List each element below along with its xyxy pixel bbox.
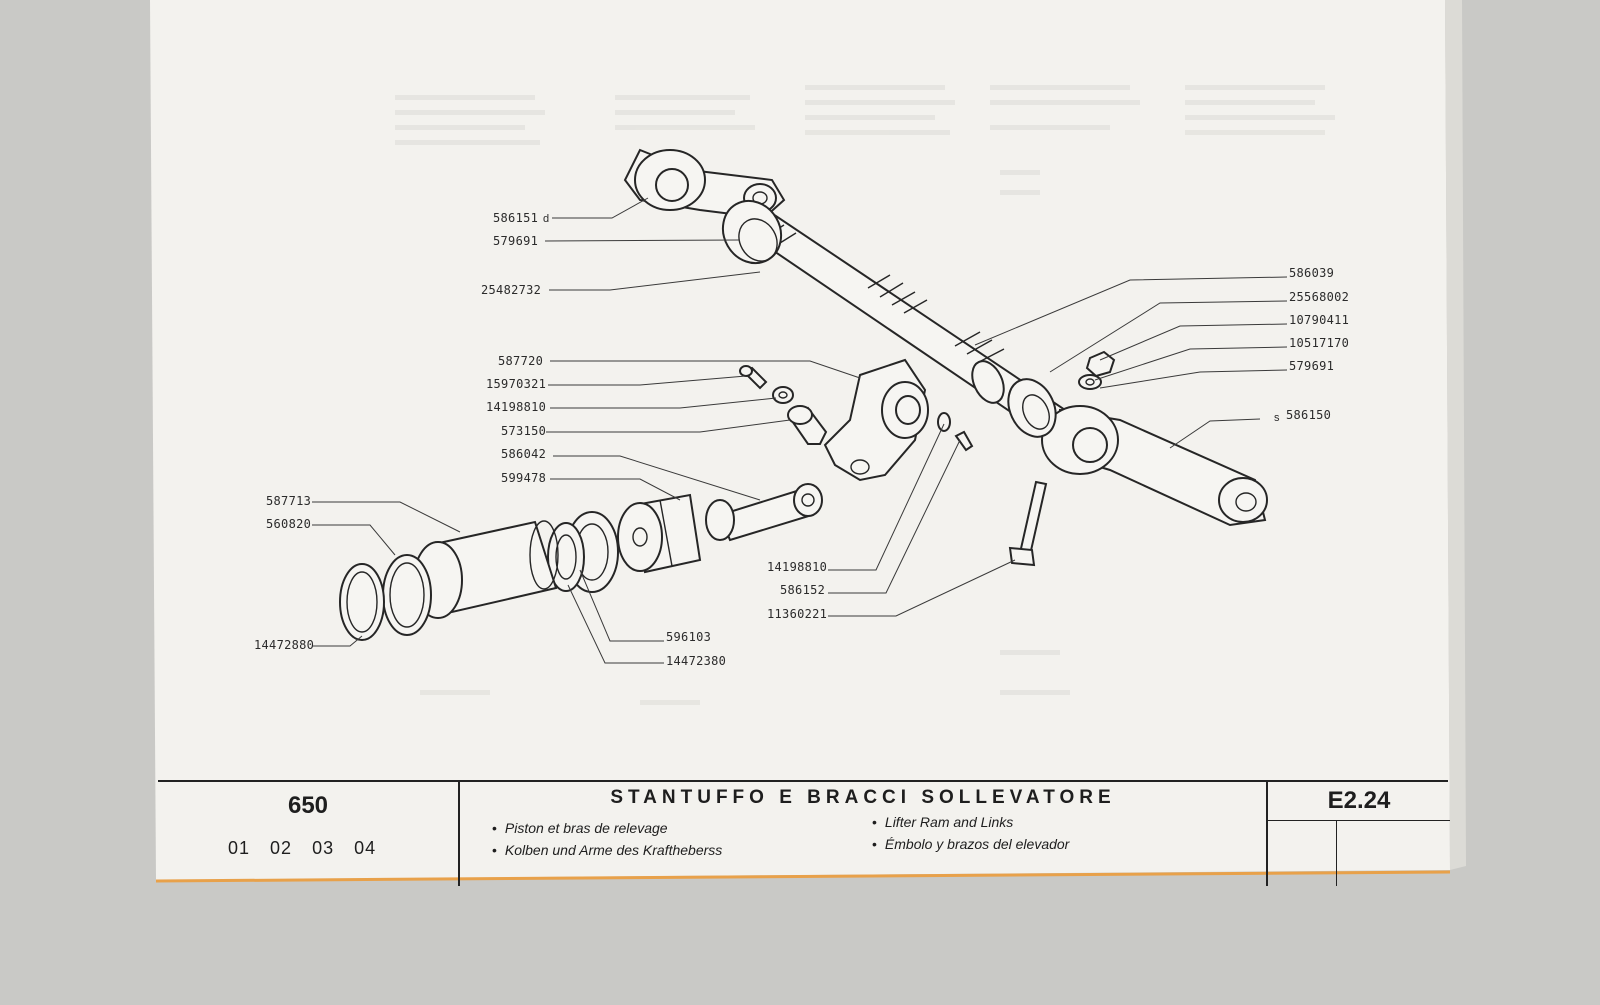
label-14198810-a: 14198810 <box>486 400 546 414</box>
label-586150-prefix: s <box>1274 412 1280 424</box>
label-25482732: 25482732 <box>481 283 541 297</box>
pin <box>787 405 828 445</box>
o-rings <box>339 554 432 641</box>
title-cell: STANTUFFO E BRACCI SOLLEVATORE • Piston e… <box>460 782 1266 886</box>
subtitle-spanish-row: • Émbolo y brazos del elevador <box>872 836 1069 852</box>
label-14472380: 14472380 <box>666 654 726 668</box>
code-divider <box>1336 820 1337 886</box>
small-bolt <box>739 365 768 390</box>
version-codes: 01 02 03 04 <box>228 838 376 859</box>
bullet: • <box>492 842 497 858</box>
part-labels: 586151 d 579691 25482732 586039 25568002… <box>254 211 1349 668</box>
label-586151: 586151 <box>493 211 538 225</box>
sheet-code-cell: E2.24 <box>1266 782 1450 886</box>
label-599478: 599478 <box>501 471 546 485</box>
label-587713: 587713 <box>266 494 311 508</box>
subtitle-spanish: Émbolo y brazos del elevador <box>884 836 1070 852</box>
subtitle-french: Piston et bras de relevage <box>504 820 668 836</box>
piston <box>617 493 702 574</box>
label-579691-right: 579691 <box>1289 359 1334 373</box>
piston-seals <box>547 511 619 593</box>
bullet: • <box>872 836 877 852</box>
model-number: 650 <box>287 792 329 819</box>
label-579691-top: 579691 <box>493 234 538 248</box>
leader-lines <box>312 197 1288 664</box>
seal-ring-top <box>721 199 783 265</box>
sheet-code: E2.24 <box>1268 782 1450 821</box>
small-washer <box>772 386 794 404</box>
page-title: STANTUFFO E BRACCI SOLLEVATORE <box>610 787 1116 808</box>
label-15970321: 15970321 <box>486 377 546 391</box>
lift-arm-right <box>1041 405 1268 527</box>
paper-sheet <box>150 0 1450 880</box>
long-bolt <box>1008 480 1048 567</box>
nut-and-washer <box>1078 350 1116 390</box>
label-596103: 596103 <box>666 630 711 644</box>
center-lever <box>823 358 929 482</box>
subtitle-french-row: • Piston et bras de relevage <box>492 820 668 836</box>
label-560820: 560820 <box>266 517 311 531</box>
label-11360221: 11360221 <box>767 607 827 621</box>
label-10517170: 10517170 <box>1289 336 1349 350</box>
paper-shadow-edge <box>1445 0 1466 870</box>
subtitle-english-row: • Lifter Ram and Links <box>872 814 1013 830</box>
label-586042: 586042 <box>501 447 546 461</box>
label-14198810-b: 14198810 <box>767 560 827 574</box>
label-586152: 586152 <box>780 583 825 597</box>
label-14472880: 14472880 <box>254 638 314 652</box>
connecting-link <box>705 483 823 542</box>
label-586151-suffix: d <box>543 213 549 225</box>
bullet: • <box>872 814 877 830</box>
version-code: 02 <box>270 838 293 858</box>
subtitle-german: Kolben und Arme des Kraftheberss <box>504 842 723 858</box>
label-573150: 573150 <box>501 424 546 438</box>
label-586039: 586039 <box>1289 266 1334 280</box>
subtitle-german-row: • Kolben und Arme des Kraftheberss <box>492 842 722 858</box>
label-587720: 587720 <box>498 354 543 368</box>
label-25568002: 25568002 <box>1289 290 1349 304</box>
label-586150: 586150 <box>1286 408 1331 422</box>
version-code: 01 <box>228 838 251 858</box>
version-code: 04 <box>354 838 377 858</box>
bleed-through-text <box>395 85 1335 705</box>
page-footer: 650 01 02 03 04 STANTUFFO E BRACCI SOLLE… <box>158 780 1450 886</box>
bullet: • <box>492 820 497 836</box>
orange-page-edge <box>155 870 1451 883</box>
exploded-view-drawing <box>339 148 1268 641</box>
lock-washer-screw <box>937 412 974 452</box>
subtitle-english: Lifter Ram and Links <box>884 814 1014 830</box>
seal-rings-right <box>971 360 1057 438</box>
version-code: 03 <box>312 838 335 858</box>
model-cell: 650 01 02 03 04 <box>158 782 460 886</box>
label-10790411: 10790411 <box>1289 313 1349 327</box>
